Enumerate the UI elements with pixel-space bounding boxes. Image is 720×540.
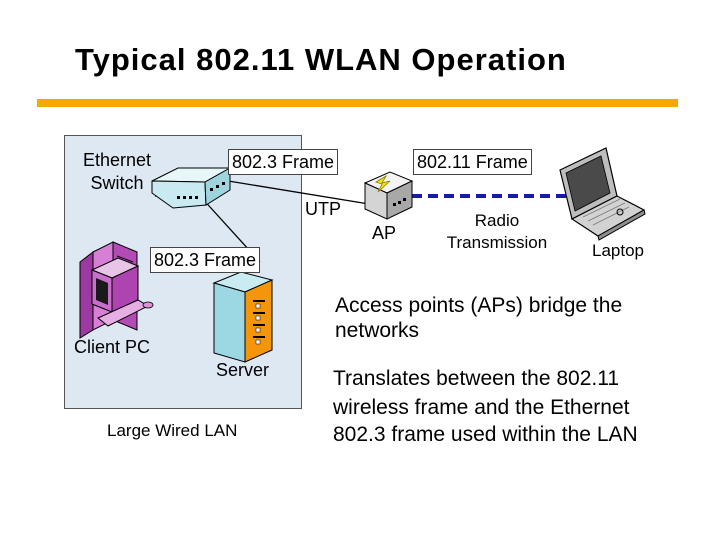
server-icon [212,271,274,363]
bullet-2-line2: wireless frame and the Ethernet [333,396,630,419]
frame-label-80211: 802.11 Frame [413,149,532,175]
lan-label: Large Wired LAN [107,421,238,440]
access-point-icon [363,171,414,220]
client-pc-icon [79,241,154,339]
utp-cable-line [209,177,376,206]
slide-title: Typical 802.11 WLAN Operation [75,42,567,77]
frame-label-8023-top: 802.3 Frame [228,149,339,175]
laptop-label: Laptop [592,241,644,260]
title-underline [37,99,678,107]
frame-label-8023-left: 802.3 Frame [150,247,261,273]
bullet-1-line1: Access points (APs) bridge the [335,294,623,317]
utp-label: UTP [305,199,341,219]
bullet-2-line3: 802.3 frame used within the LAN [333,423,638,446]
bullet-2-line1: Translates between the 802.11 [333,367,620,390]
radio-label-line1: Radio [474,211,520,230]
laptop-icon [559,147,646,241]
ap-label: AP [372,223,397,243]
bullet-1-line2: networks [335,319,420,342]
switch-label-line1: Ethernet [82,150,152,170]
server-label: Server [216,360,270,380]
radio-label-line2: Transmission [446,233,548,252]
ethernet-switch-icon [151,167,232,209]
switch-label-line2: Switch [90,173,144,193]
client-pc-label: Client PC [74,337,151,357]
